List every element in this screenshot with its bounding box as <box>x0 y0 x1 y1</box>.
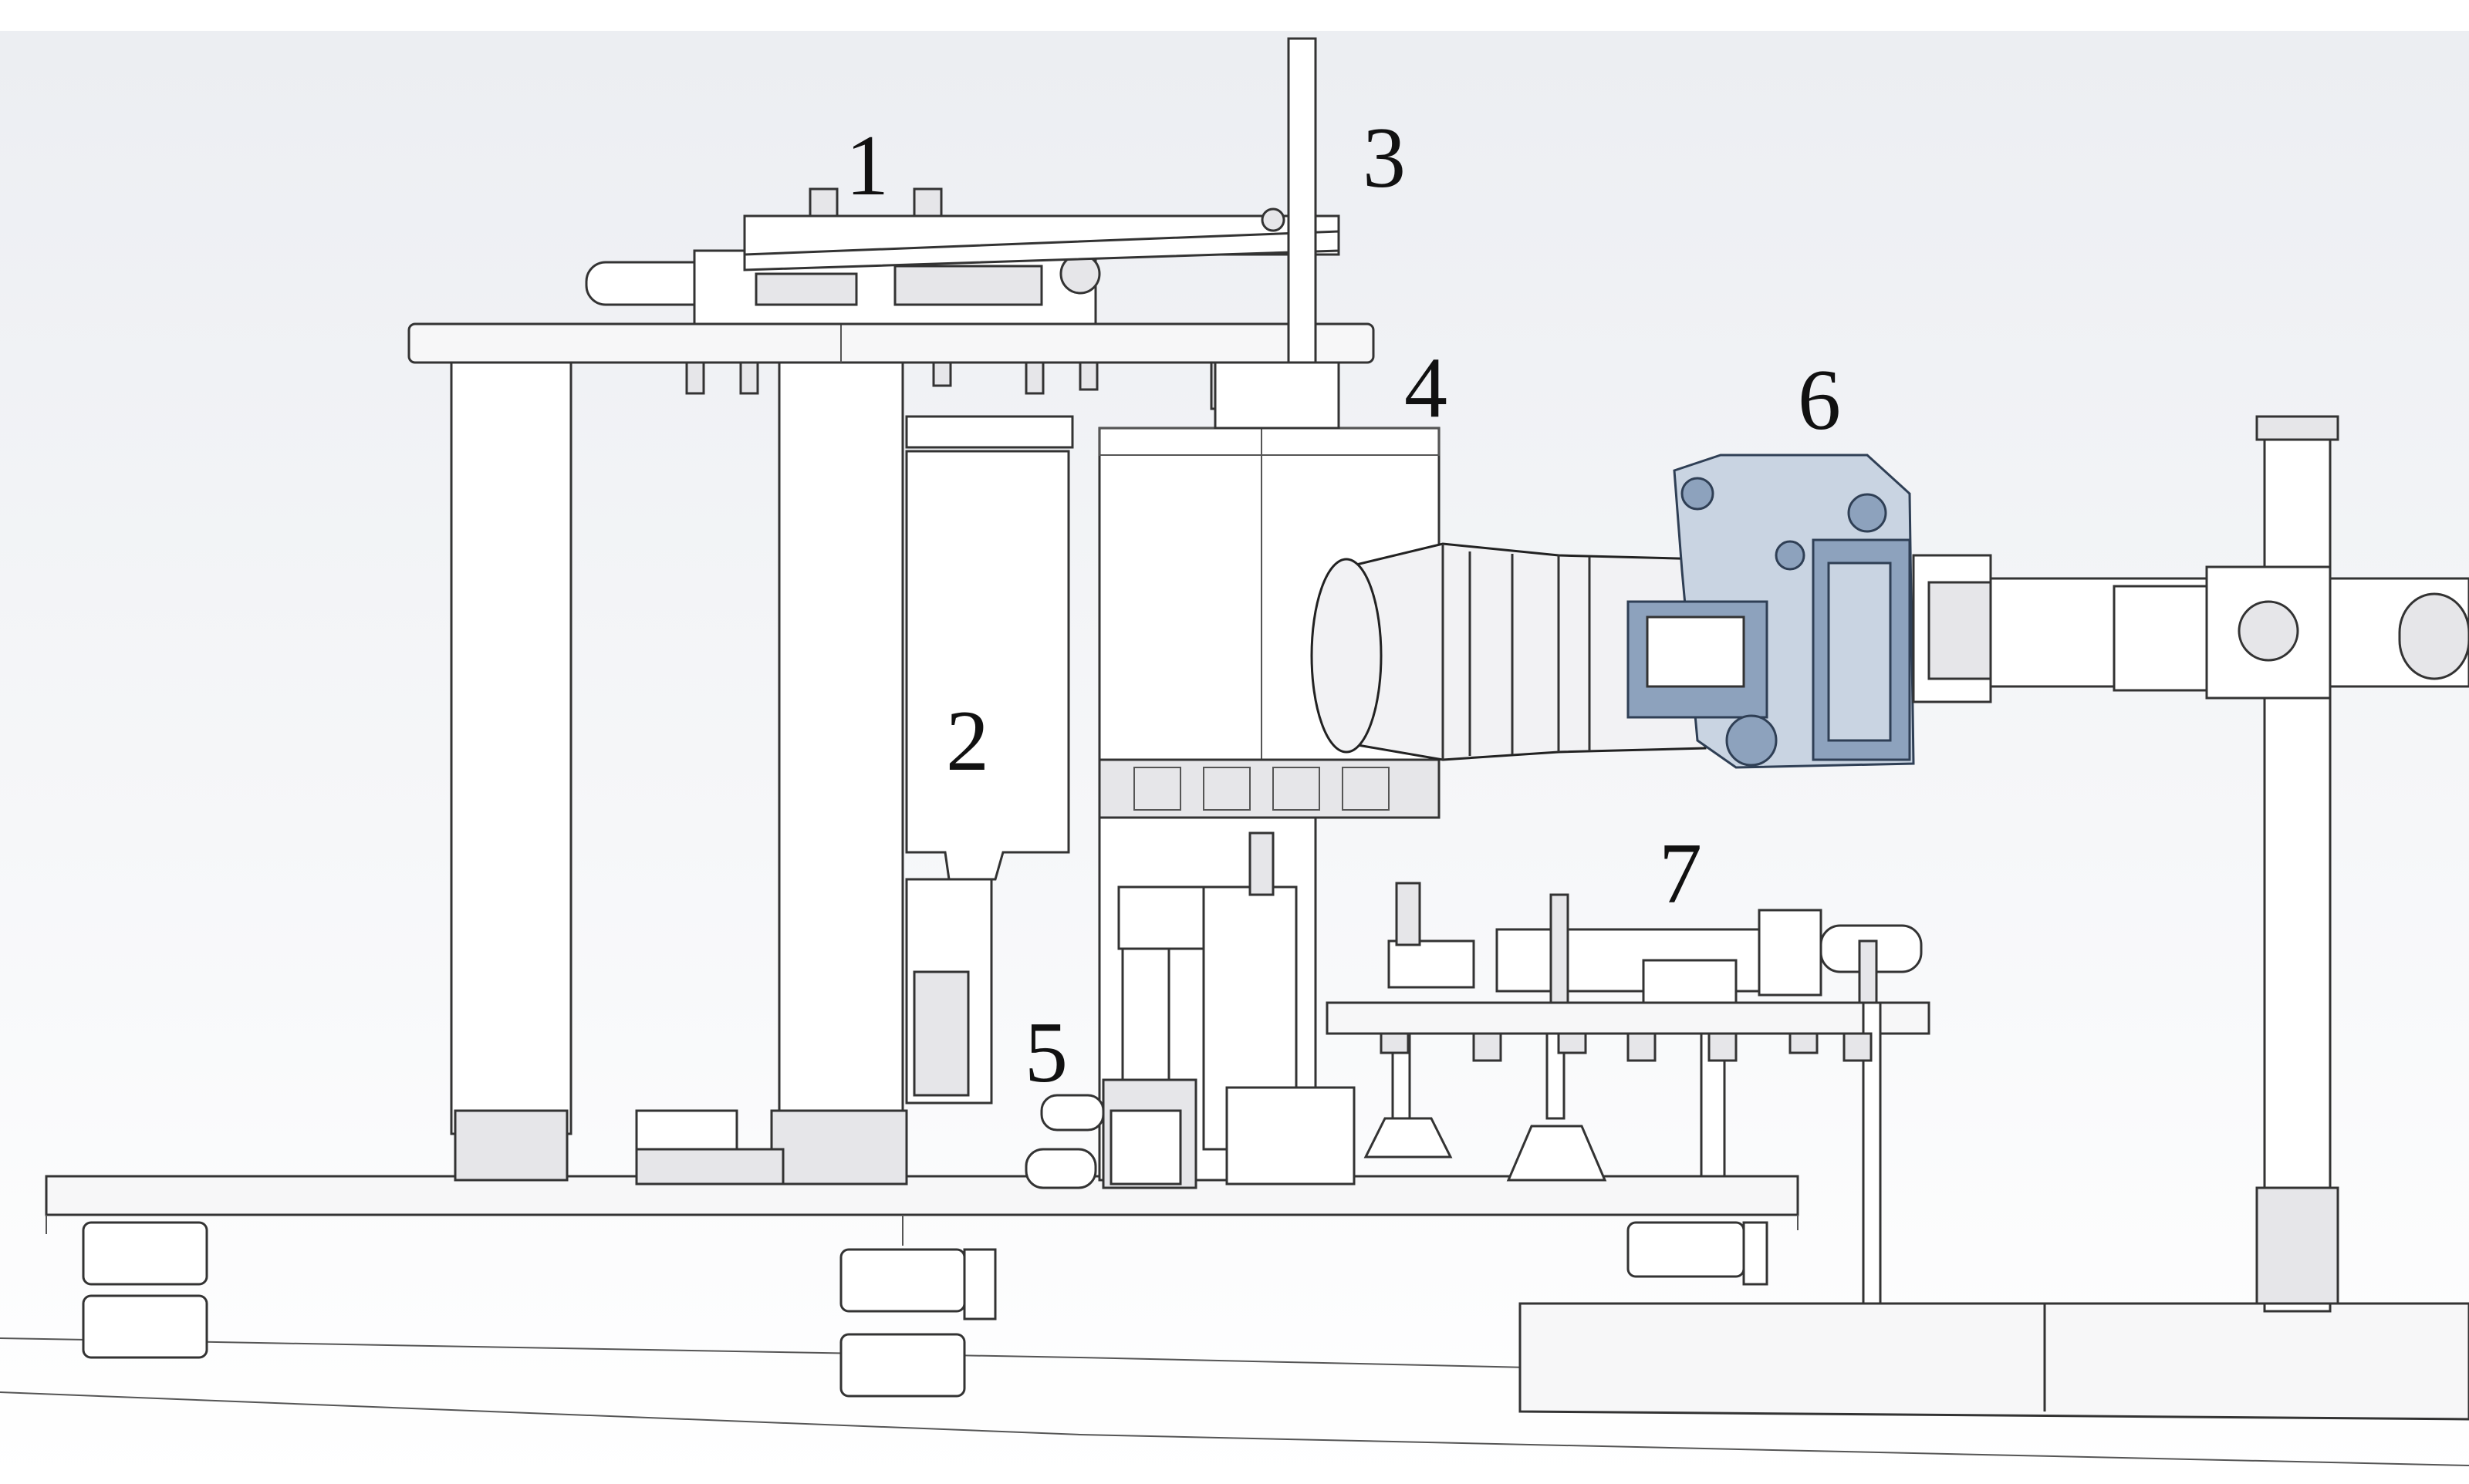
label-3: 3 <box>1363 110 1406 206</box>
support-columns <box>450 357 908 1186</box>
top-mechanism <box>585 187 1340 325</box>
chamber <box>1098 361 1441 819</box>
camera <box>1310 454 1992 769</box>
label-5: 5 <box>1025 1005 1068 1101</box>
label-1: 1 <box>846 118 889 214</box>
part-labels: 1 2 3 4 5 6 7 <box>846 110 1841 1101</box>
lower-mechanism <box>1025 816 1356 1189</box>
label-4: 4 <box>1404 340 1447 436</box>
label-2: 2 <box>946 693 989 789</box>
water-tank <box>905 415 1074 1105</box>
camera-stand <box>1518 415 2469 1421</box>
label-6: 6 <box>1798 352 1841 448</box>
label-7: 7 <box>1659 826 1702 922</box>
stage <box>1326 882 1930 1305</box>
base-plate <box>45 1175 1799 1398</box>
